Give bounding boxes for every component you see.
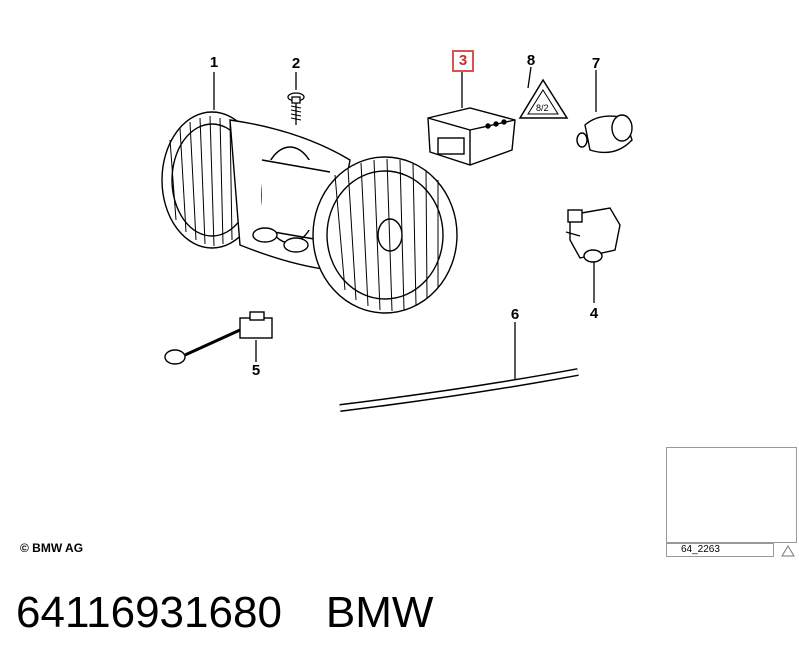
callout-8: 8 [526, 52, 536, 69]
callout-4: 4 [589, 305, 599, 322]
actuator [565, 207, 621, 263]
connector-cable [164, 311, 273, 365]
warning-triangle-icon [781, 545, 795, 557]
blower-motor [161, 111, 458, 314]
thumbnail-frame [666, 447, 797, 543]
brand-name: BMW [325, 588, 434, 637]
part-title: 64116931680 BMW [16, 588, 433, 638]
part-number: 64116931680 [16, 588, 282, 637]
thumbnail-code: 64_2263 [666, 543, 774, 557]
callout-5: 5 [251, 362, 261, 379]
callout-3[interactable]: 3 [452, 50, 474, 72]
blower-resistor [427, 107, 516, 166]
temperature-sensor [576, 114, 633, 154]
callout-7: 7 [591, 55, 601, 72]
callout-6: 6 [510, 306, 520, 323]
screw [287, 92, 305, 125]
svg-text:8/2: 8/2 [536, 103, 549, 113]
warning-label: 8/2 [518, 78, 569, 119]
callout-2: 2 [291, 55, 301, 72]
hose [339, 368, 579, 412]
callout-1: 1 [209, 54, 219, 71]
copyright-text: © BMW AG [20, 541, 84, 555]
